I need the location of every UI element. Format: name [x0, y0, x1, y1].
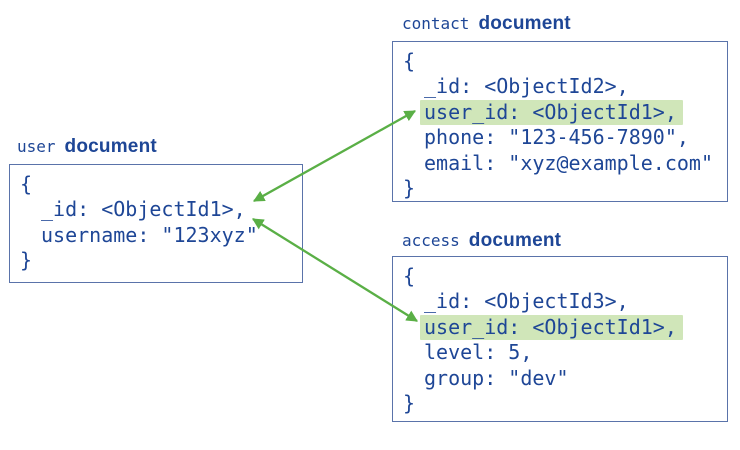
access-collection-name: access — [402, 231, 460, 250]
user-document-label: user document — [17, 136, 157, 158]
code-line: { — [20, 172, 33, 196]
contact-phone-field: phone: "123-456-7890", — [424, 125, 689, 150]
user-document-box: { _id: <ObjectId1>, username: "123xyz" } — [9, 164, 303, 283]
access-id-field: _id: <ObjectId3>, — [424, 289, 629, 314]
code-line: { — [403, 264, 416, 288]
access-document-word: document — [468, 230, 562, 251]
user-document-word: document — [64, 136, 157, 157]
contact-user-id-field: user_id: <ObjectId1>, — [393, 99, 727, 126]
contact-document-label: contact document — [402, 13, 571, 35]
code-line: } — [20, 248, 33, 273]
code-line: } — [403, 176, 416, 201]
code-line: } — [403, 391, 416, 416]
access-group-field: group: "dev" — [424, 365, 569, 390]
contact-email-field: email: "xyz@example.com" — [424, 150, 713, 175]
user-collection-name: user — [17, 137, 56, 156]
contact-id-field: _id: <ObjectId2>, — [424, 74, 629, 99]
contact-collection-name: contact — [402, 14, 470, 33]
access-user-id-field: user_id: <ObjectId1>, — [393, 314, 727, 341]
access-document-box: { _id: <ObjectId3>, user_id: <ObjectId1>… — [392, 256, 728, 422]
access-level-field: level: 5, — [424, 340, 533, 365]
contact-document-box: { _id: <ObjectId2>, user_id: <ObjectId1>… — [392, 41, 728, 202]
contact-document-word: document — [478, 13, 571, 34]
highlighted-reference: user_id: <ObjectId1>, — [420, 314, 683, 341]
code-line: { — [403, 49, 416, 73]
highlighted-reference: user_id: <ObjectId1>, — [420, 99, 683, 126]
username-field: username: "123xyz" — [41, 222, 258, 247]
user-id-field: _id: <ObjectId1>, — [41, 197, 246, 222]
access-document-label: access document — [402, 230, 561, 252]
